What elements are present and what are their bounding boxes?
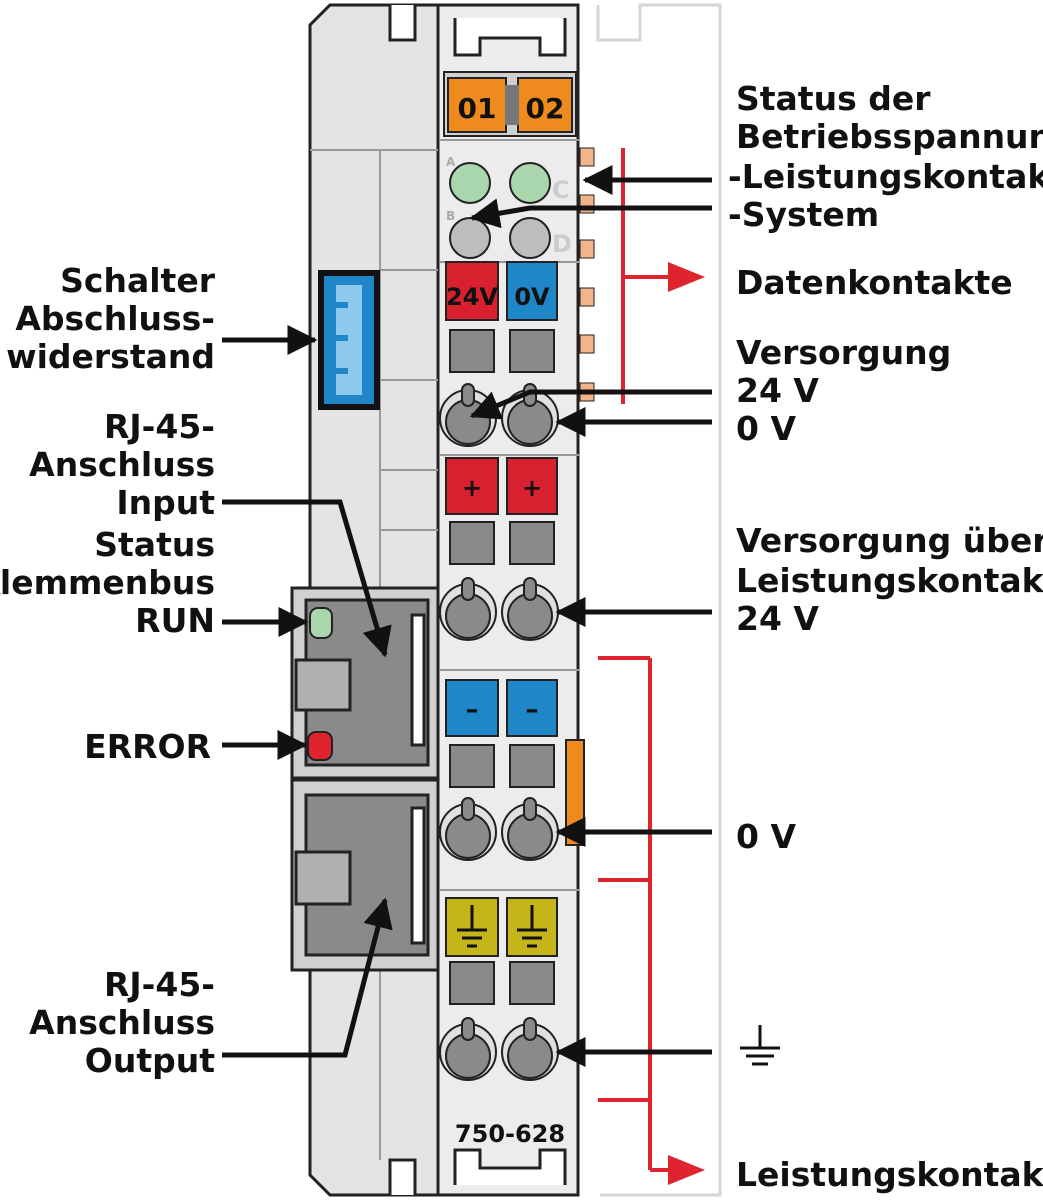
housing-divisions	[310, 139, 580, 1160]
label-datenkontakte: Datenkontakte	[736, 263, 1013, 302]
label-0v: 0 V	[736, 409, 796, 448]
label-leistungskontakte: Leistungskontakte	[736, 561, 1043, 600]
termination-switch[interactable]	[318, 270, 380, 410]
label-klemmenbus: Klemmenbus	[0, 563, 215, 602]
minus-label-1: –	[466, 695, 479, 725]
label-widerstand: widerstand	[6, 337, 215, 376]
led-b-label: B	[446, 209, 455, 223]
run-led	[309, 607, 333, 639]
led-d-label: D	[552, 230, 572, 258]
label-24v: 24 V	[736, 371, 819, 410]
led-c-label: C	[552, 176, 570, 204]
red-bracket-power	[598, 656, 672, 1172]
label-run: RUN	[135, 601, 215, 640]
led-01-label: 01	[458, 92, 497, 125]
terminal-0v-label: 0V	[514, 283, 550, 311]
adjacent-module-outline	[596, 3, 722, 1197]
label-24v-power: 24 V	[736, 599, 819, 638]
label-rj45-input-2: Anschluss	[29, 445, 215, 484]
terminal-minus	[445, 679, 558, 737]
terminal-24v-0v	[445, 261, 558, 321]
red-bracket-data	[621, 148, 672, 404]
data-contacts	[579, 147, 595, 402]
label-status: Status	[94, 525, 215, 564]
model-number: 750-628	[455, 1120, 565, 1148]
terminal-release-buttons[interactable]	[449, 329, 555, 1005]
terminal-plus	[445, 457, 558, 515]
label-leistungskontakte-bottom: Leistungskontakte	[736, 1155, 1043, 1194]
minus-label-2: –	[526, 695, 539, 725]
label-leistungskontakte-status: -Leistungskontakte	[728, 157, 1043, 196]
error-led	[307, 731, 333, 761]
label-versorgung-ueber: Versorgung über	[736, 521, 1043, 560]
label-rj45-output-3: Output	[84, 1041, 215, 1080]
label-status-der: Status der	[736, 79, 931, 118]
plus-label-1: +	[462, 474, 482, 502]
wire-clamps[interactable]	[439, 383, 559, 1081]
red-arrowhead-data	[668, 262, 705, 292]
label-system: -System	[728, 195, 880, 234]
label-versorgung: Versorgung	[736, 333, 952, 372]
label-abschluss: Abschluss-	[15, 299, 215, 338]
leader-arrows	[222, 165, 712, 1067]
led-a-label: A	[446, 155, 456, 169]
status-leds-top: 01 02	[443, 71, 577, 137]
terminal-ground	[445, 897, 558, 957]
label-0v-power: 0 V	[736, 817, 796, 856]
terminal-24v-label: 24V	[446, 283, 498, 311]
label-rj45-input-1: RJ-45-	[103, 407, 215, 446]
led-02-label: 02	[526, 92, 565, 125]
label-error: ERROR	[84, 727, 211, 766]
red-arrowhead-power	[668, 1155, 705, 1185]
power-contact-slider	[565, 739, 585, 846]
label-schalter: Schalter	[60, 261, 215, 300]
ground-symbol	[740, 1025, 780, 1066]
label-betriebsspannung: Betriebsspannung	[736, 117, 1043, 156]
label-rj45-output-1: RJ-45-	[103, 965, 215, 1004]
rj45-output-port[interactable]	[290, 778, 440, 972]
label-rj45-output-2: Anschluss	[29, 1003, 215, 1042]
plus-label-2: +	[522, 474, 542, 502]
label-rj45-input-3: Input	[116, 483, 215, 522]
